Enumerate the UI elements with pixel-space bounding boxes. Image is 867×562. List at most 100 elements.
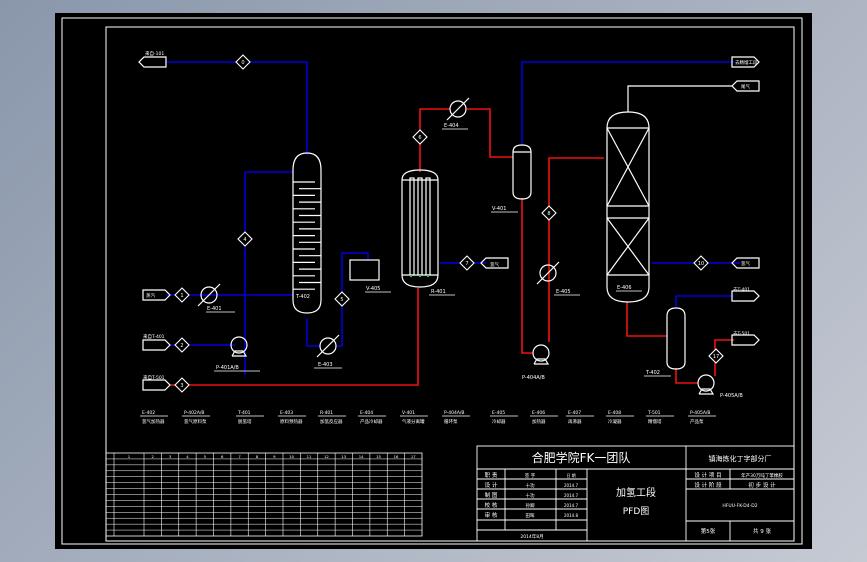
project-value: 年产30万吨丁苯橡胶 bbox=[741, 472, 783, 479]
stream-number-diamond bbox=[708, 348, 724, 364]
label-right3: 去T-501 bbox=[733, 330, 750, 337]
tag-underlines bbox=[206, 128, 671, 377]
separator-vessel bbox=[512, 144, 532, 200]
stream-number: 2 bbox=[180, 343, 183, 349]
legend-tag: E-405 bbox=[492, 410, 505, 416]
plant-name: 镇海炼化丁字部分厂 bbox=[709, 454, 772, 463]
stream-number: 3 bbox=[180, 383, 183, 389]
stream-number-diamond bbox=[174, 377, 190, 393]
exchanger-arrow bbox=[446, 97, 470, 121]
pump-icon bbox=[230, 336, 248, 354]
stream-number-diamond bbox=[237, 231, 253, 247]
legend-name: 冷凝器 bbox=[608, 418, 622, 425]
label-right2: 去T-401 bbox=[733, 286, 750, 293]
stream-number-diamond bbox=[235, 54, 251, 70]
heat-exchanger-icon bbox=[319, 337, 337, 355]
stage-label: 设 计 阶 段 bbox=[694, 481, 722, 489]
packed-tower bbox=[606, 111, 650, 303]
signature-cell: 制 图 bbox=[485, 491, 498, 499]
equipment-tag-labels: T-402 E-401 P-401A/B E-403 V-405 R-401 E… bbox=[207, 123, 743, 399]
stream-flag bbox=[142, 339, 171, 351]
legend-tag: T-401 bbox=[237, 410, 251, 416]
pump-icon bbox=[697, 374, 715, 392]
table-header-cell: 2 bbox=[151, 454, 154, 459]
legend-tag: T-501 bbox=[647, 410, 661, 416]
legend-name: 产品泵 bbox=[690, 418, 704, 425]
stream-number: 17 bbox=[713, 354, 719, 360]
signature-cell: 审 核 bbox=[485, 511, 498, 519]
table-header-cell: 5 bbox=[204, 454, 207, 459]
stream-number-diamond bbox=[541, 205, 557, 221]
signature-cell: 孙卿 bbox=[526, 502, 535, 509]
stream-flag bbox=[142, 379, 171, 391]
table-header-cell: 16 bbox=[394, 454, 399, 459]
legend-tag: P-405A/B bbox=[690, 410, 711, 416]
tag-tower: E-406 bbox=[617, 285, 632, 291]
school-name: 合肥学院FK一团队 bbox=[532, 450, 631, 465]
stream-number-diamond bbox=[412, 129, 428, 145]
reactor bbox=[401, 169, 439, 288]
signature-cell: 十功 bbox=[526, 482, 535, 489]
legend-name: 加热器 bbox=[532, 418, 546, 425]
catalyst-marks bbox=[410, 275, 429, 277]
stream-number: 10 bbox=[698, 261, 704, 267]
pump-base bbox=[231, 350, 248, 357]
stream-label-texts: 来自-101 蒸汽 来自T-401 来自T-501 氢气 氢气 去精馏工段 尾气… bbox=[143, 50, 758, 381]
legend-name: 再沸器 bbox=[568, 418, 582, 425]
table-header-cell: 4 bbox=[186, 454, 189, 459]
tag-exchanger-bottom: E-403 bbox=[318, 362, 333, 368]
label-top-left: 来自-101 bbox=[145, 50, 164, 57]
signature-cell: 2014.8 bbox=[564, 513, 578, 518]
tag-vessel-small: V-405 bbox=[366, 286, 380, 292]
signature-cell: 2014.7 bbox=[564, 503, 578, 508]
table-header-cell: 9 bbox=[273, 454, 276, 459]
tag-exchanger-top: E-404 bbox=[444, 123, 459, 129]
label-top-right: 去精馏工段 bbox=[735, 59, 758, 66]
stream-number-diamond bbox=[693, 255, 709, 271]
sheet-number: 第5张 bbox=[701, 527, 716, 535]
drawing-title-2: PFD图 bbox=[623, 506, 650, 517]
signature-cell: 2014.7 bbox=[564, 483, 578, 488]
legend-name: 加氢反应器 bbox=[320, 418, 343, 425]
tag-pump-left: P-401A/B bbox=[216, 365, 239, 371]
legend-name: 精馏塔 bbox=[648, 418, 662, 425]
table-header-cell: 1 bbox=[128, 454, 131, 459]
stream-flag bbox=[731, 334, 760, 346]
heat-exchanger-icon bbox=[200, 286, 218, 304]
legend-tag: V-401 bbox=[402, 410, 415, 416]
stream-flags bbox=[138, 56, 760, 391]
drawing-number: HFUU-FK-D4-D2 bbox=[722, 503, 757, 509]
table-header-cell: 12 bbox=[324, 454, 329, 459]
pumps bbox=[230, 336, 715, 395]
tag-reactor: R-401 bbox=[431, 289, 446, 295]
table-header-cell: 3 bbox=[169, 454, 172, 459]
legend-name: 产品冷却器 bbox=[360, 418, 383, 425]
signature-cell: 日 期 bbox=[566, 472, 575, 478]
legend-name: 冷却器 bbox=[492, 418, 506, 425]
tag-exchanger-left: E-401 bbox=[207, 306, 222, 312]
table-header-cell: 17 bbox=[411, 454, 416, 459]
small-vessel bbox=[349, 259, 380, 281]
project-label: 设 计 项 目 bbox=[694, 471, 721, 479]
vent-line bbox=[627, 85, 732, 112]
pump-base bbox=[698, 388, 715, 395]
stream-flag bbox=[731, 80, 760, 92]
table-header-cell: 13 bbox=[341, 454, 346, 459]
legend-name: 脱氢塔 bbox=[238, 418, 252, 425]
exchanger-arrow bbox=[316, 334, 340, 358]
stream-number: 8 bbox=[547, 211, 550, 217]
stream-number: 1 bbox=[180, 293, 183, 299]
stream-flag bbox=[142, 289, 171, 301]
tag-pump-mid: P-404A/B bbox=[522, 375, 545, 381]
signature-cell: 十功 bbox=[526, 492, 535, 499]
label-left3: 来自T-501 bbox=[143, 374, 165, 381]
stream-number-diamond bbox=[334, 291, 350, 307]
label-top-right2: 尾气 bbox=[741, 83, 750, 90]
distillation-column bbox=[292, 152, 322, 314]
legend-name: 气液分离罐 bbox=[402, 418, 425, 425]
